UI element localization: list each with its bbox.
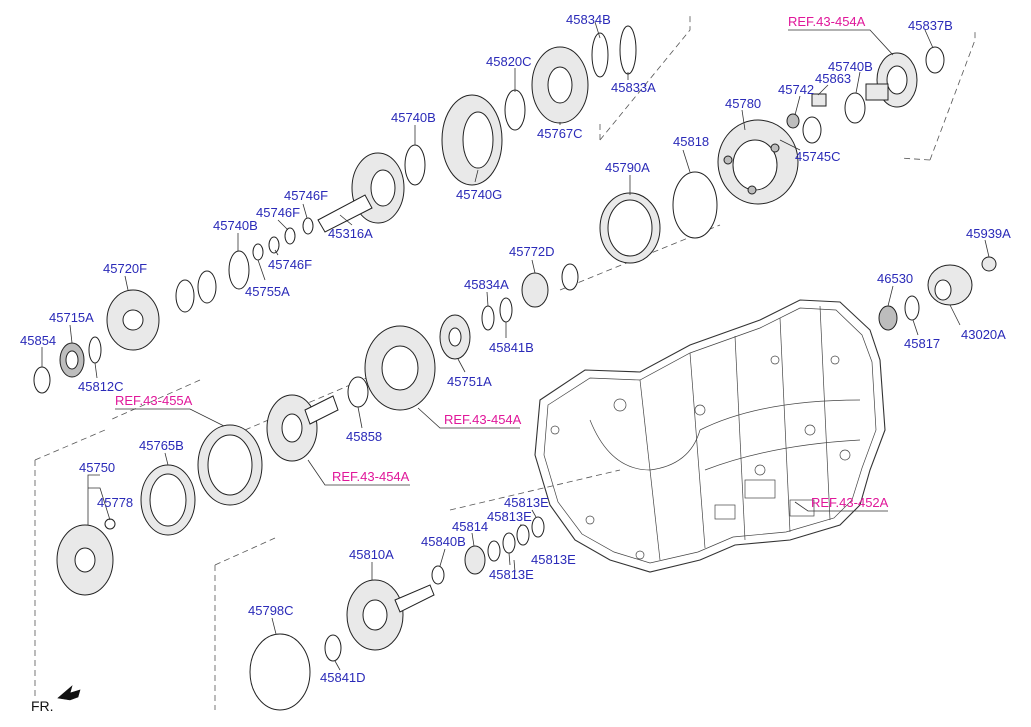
label-45790A: 45790A — [605, 160, 650, 175]
label-45740G: 45740G — [456, 187, 502, 202]
label-45778: 45778 — [97, 495, 133, 510]
ref-43-454a-top: REF.43-454A — [788, 14, 866, 29]
label-45813E-c: 45813E — [531, 552, 576, 567]
label-45837B: 45837B — [908, 18, 953, 33]
label-45814: 45814 — [452, 519, 488, 534]
transmission-case — [534, 299, 886, 573]
label-45720F: 45720F — [103, 261, 147, 276]
label-45316A: 45316A — [328, 226, 373, 241]
label-45755A: 45755A — [245, 284, 290, 299]
label-45745C: 45745C — [795, 149, 841, 164]
label-45813E-d: 45813E — [489, 567, 534, 582]
part-labels: 45834B 45837B 45820C 45833A 45740B 45863… — [20, 12, 1011, 685]
leader-lines — [41, 21, 990, 671]
label-45810A: 45810A — [349, 547, 394, 562]
label-45798C: 45798C — [248, 603, 294, 618]
label-45834A: 45834A — [464, 277, 509, 292]
label-45751A: 45751A — [447, 374, 492, 389]
label-46530: 46530 — [877, 271, 913, 286]
front-direction-label: FR. — [31, 698, 54, 714]
reference-labels: REF.43-454A REF.43-455A REF.43-454A REF.… — [115, 14, 889, 510]
label-45858: 45858 — [346, 429, 382, 444]
label-45854: 45854 — [20, 333, 56, 348]
label-45818: 45818 — [673, 134, 709, 149]
ref-43-455a: REF.43-455A — [115, 393, 193, 408]
label-45812C: 45812C — [78, 379, 124, 394]
label-45746F-b: 45746F — [256, 205, 300, 220]
label-45715A: 45715A — [49, 310, 94, 325]
label-43020A: 43020A — [961, 327, 1006, 342]
label-45833A: 45833A — [611, 80, 656, 95]
label-45780: 45780 — [725, 96, 761, 111]
label-45765B: 45765B — [139, 438, 184, 453]
ref-43-454a-low: REF.43-454A — [332, 469, 410, 484]
orientation-indicator: FR. — [31, 698, 54, 714]
parts-drawings — [33, 25, 997, 711]
label-45841D: 45841D — [320, 670, 366, 685]
label-45740B-top: 45740B — [828, 59, 873, 74]
label-45750: 45750 — [79, 460, 115, 475]
label-45863: 45863 — [815, 71, 851, 86]
label-45740B-left: 45740B — [213, 218, 258, 233]
phantom-outlines — [34, 16, 976, 710]
label-45746F-a: 45746F — [284, 188, 328, 203]
ref-43-452a: REF.43-452A — [811, 495, 889, 510]
label-45939A: 45939A — [966, 226, 1011, 241]
label-45840B: 45840B — [421, 534, 466, 549]
label-45813E-b: 45813E — [487, 509, 532, 524]
ref-43-454a-mid: REF.43-454A — [444, 412, 522, 427]
label-45820C: 45820C — [486, 54, 532, 69]
label-45813E-a: 45813E — [504, 495, 549, 510]
label-45767C: 45767C — [537, 126, 583, 141]
label-45742: 45742 — [778, 82, 814, 97]
label-45841B: 45841B — [489, 340, 534, 355]
label-45817: 45817 — [904, 336, 940, 351]
label-45740B-mid: 45740B — [391, 110, 436, 125]
label-45746F-c: 45746F — [268, 257, 312, 272]
label-45834B: 45834B — [566, 12, 611, 27]
label-45772D: 45772D — [509, 244, 555, 259]
